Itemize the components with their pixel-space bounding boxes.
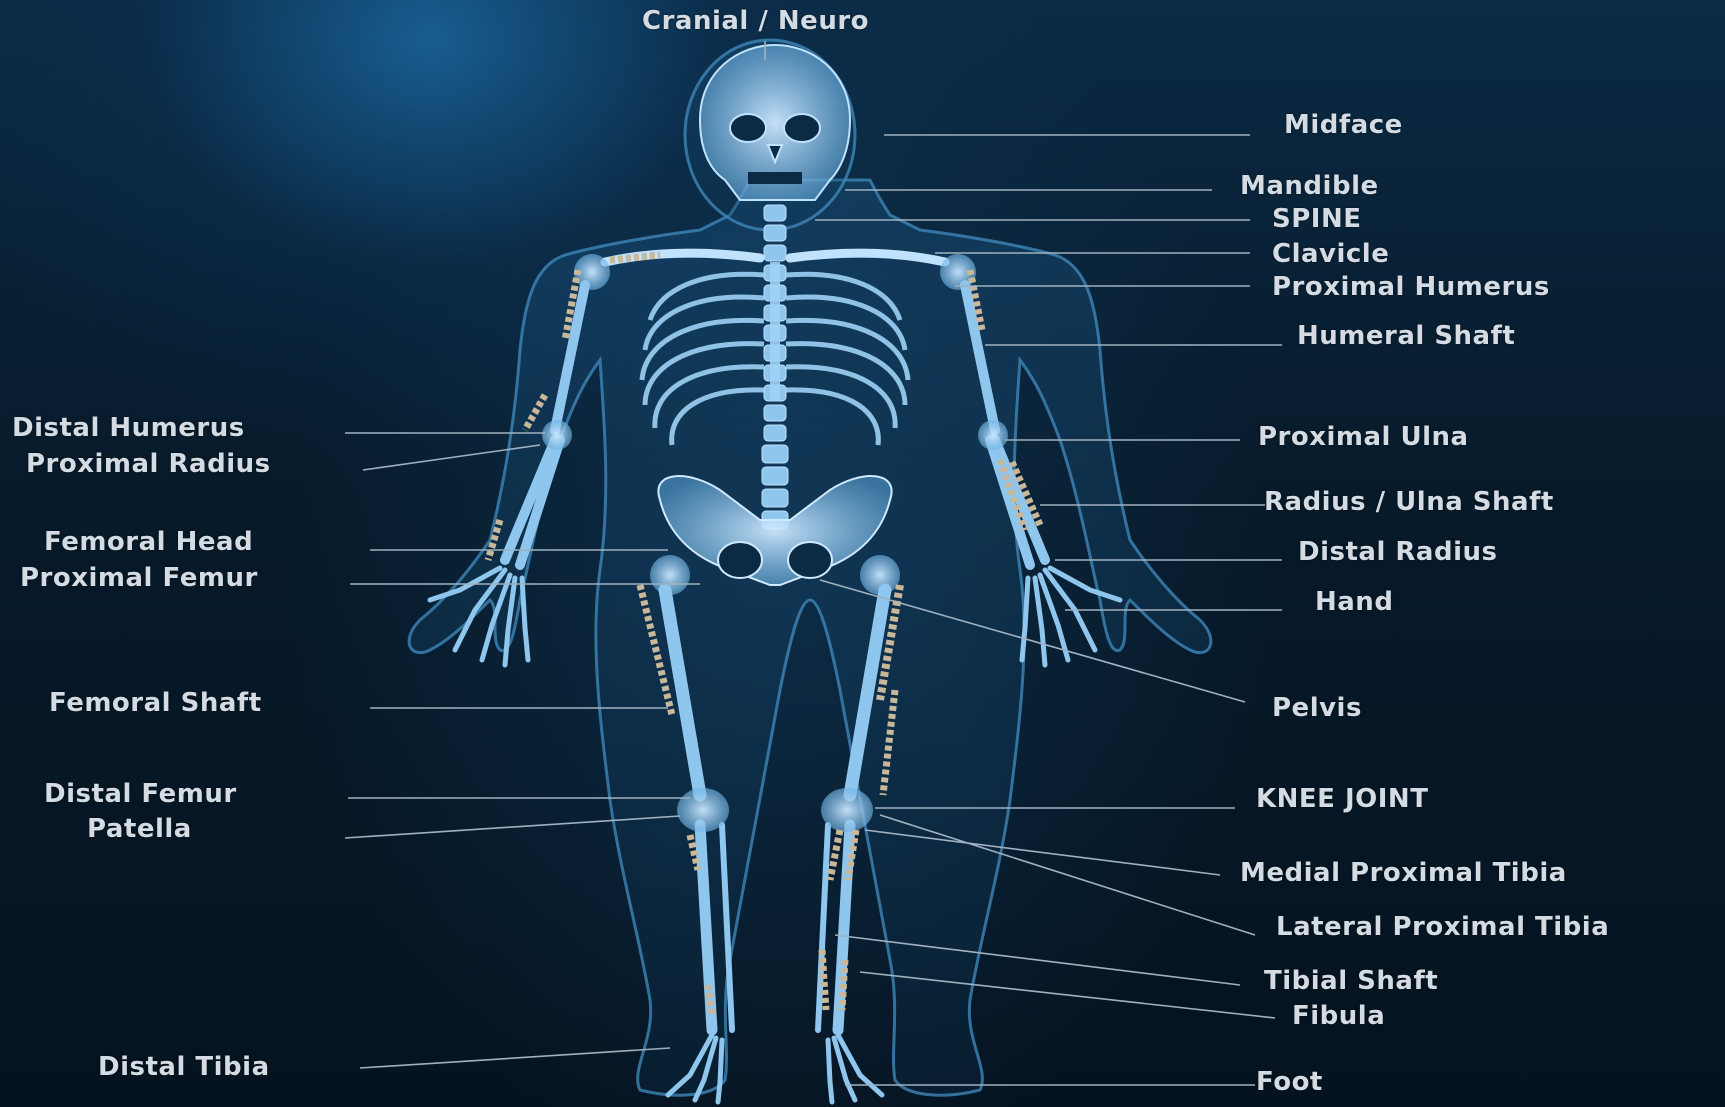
- label-femoral-head: Femoral Head: [44, 527, 253, 557]
- label-pelvis: Pelvis: [1272, 693, 1362, 723]
- label-proximal-ulna: Proximal Ulna: [1258, 422, 1469, 452]
- label-clavicle: Clavicle: [1272, 239, 1389, 269]
- label-femoral-shaft: Femoral Shaft: [49, 688, 262, 718]
- knee-joints: [677, 788, 873, 832]
- label-patella: Patella: [87, 814, 192, 844]
- label-tibial-shaft: Tibial Shaft: [1264, 966, 1438, 996]
- label-medial-proximal-tibia: Medial Proximal Tibia: [1240, 858, 1567, 888]
- label-mandible: Mandible: [1240, 171, 1379, 201]
- label-distal-radius: Distal Radius: [1298, 537, 1497, 567]
- skull: [700, 45, 850, 200]
- label-proximal-femur: Proximal Femur: [20, 563, 258, 593]
- label-hand: Hand: [1315, 587, 1393, 617]
- label-knee-joint: KNEE JOINT: [1256, 784, 1428, 814]
- label-humeral-shaft: Humeral Shaft: [1297, 321, 1515, 351]
- label-midface: Midface: [1284, 110, 1403, 140]
- label-proximal-humerus: Proximal Humerus: [1272, 272, 1550, 302]
- label-distal-tibia: Distal Tibia: [98, 1052, 270, 1082]
- label-cranial-neuro: Cranial / Neuro: [642, 6, 869, 36]
- label-foot: Foot: [1256, 1067, 1323, 1097]
- label-distal-humerus: Distal Humerus: [12, 413, 245, 443]
- label-radius-ulna-shaft: Radius / Ulna Shaft: [1264, 487, 1554, 517]
- label-lateral-proximal-tibia: Lateral Proximal Tibia: [1276, 912, 1609, 942]
- label-fibula: Fibula: [1292, 1001, 1385, 1031]
- label-proximal-radius: Proximal Radius: [26, 449, 271, 479]
- label-distal-femur: Distal Femur: [44, 779, 237, 809]
- label-spine: SPINE: [1272, 204, 1361, 234]
